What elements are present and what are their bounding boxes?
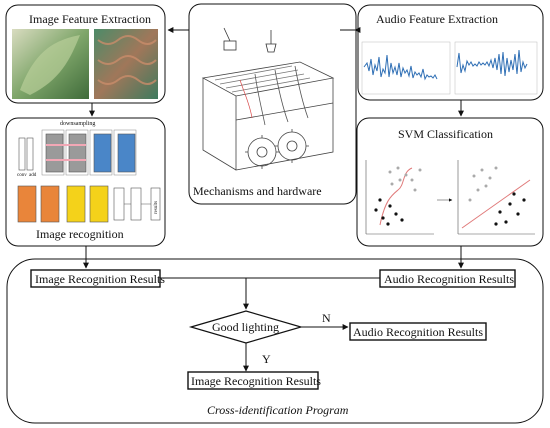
cnn-layer [40,185,60,223]
branch-yes-label: Y [262,352,271,366]
cnn-panel: downsampling conv add results Image reco… [5,117,166,247]
svm-scatter-right [457,160,535,235]
cnn-layer [17,185,37,223]
audio-results-top-label: Audio Recognition Results [384,272,514,286]
microphone-icon [265,43,277,53]
camera-icon [223,40,237,51]
conv-label: conv [17,173,27,178]
downsampling-label: downsampling [60,121,95,127]
image-feature-title: Image Feature Extraction [29,12,151,26]
waveform-left [361,41,451,95]
waveform-right-signal [456,49,528,77]
audio-feature-panel: Audio Feature Extraction [357,4,544,101]
svm-scatter-left [365,160,434,235]
audio-results-bottom-box [349,322,487,341]
mechanism-panel: Mechanisms and hardware [188,3,357,205]
cnn-layer [117,133,136,173]
audio-results-bottom-label: Audio Recognition Results [353,325,483,339]
branch-no-label: N [322,311,331,325]
leaf-image-right-texture [97,35,157,85]
cnn-layer [45,133,64,173]
program-panel: Image Recognition Results Audio Recognit… [6,246,544,424]
svm-title: SVM Classification [398,127,493,141]
decision-label: Good lighting [212,320,279,334]
image-results-bottom-label: Image Recognition Results [191,374,321,388]
results-label: results [154,201,159,214]
waveform-left-signal [363,54,438,81]
image-results-bottom-box [187,371,319,390]
cnn-layer [89,185,109,223]
image-recognition-caption: Image recognition [36,227,124,241]
waveform-right [454,41,538,95]
image-results-top-label: Image Recognition Results [35,272,165,286]
audio-feature-title: Audio Feature Extraction [376,12,498,26]
mechanism-caption: Mechanisms and hardware [193,184,322,198]
leaf-image-left-shape [20,35,80,95]
cnn-layer [93,133,112,173]
cnn-layer [68,133,87,173]
cnn-layer [66,185,86,223]
svm-panel: SVM Classification [356,117,544,247]
program-label: Cross-identification Program [207,403,349,417]
image-feature-panel: Image Feature Extraction [5,4,166,104]
add-label: add [29,173,37,178]
